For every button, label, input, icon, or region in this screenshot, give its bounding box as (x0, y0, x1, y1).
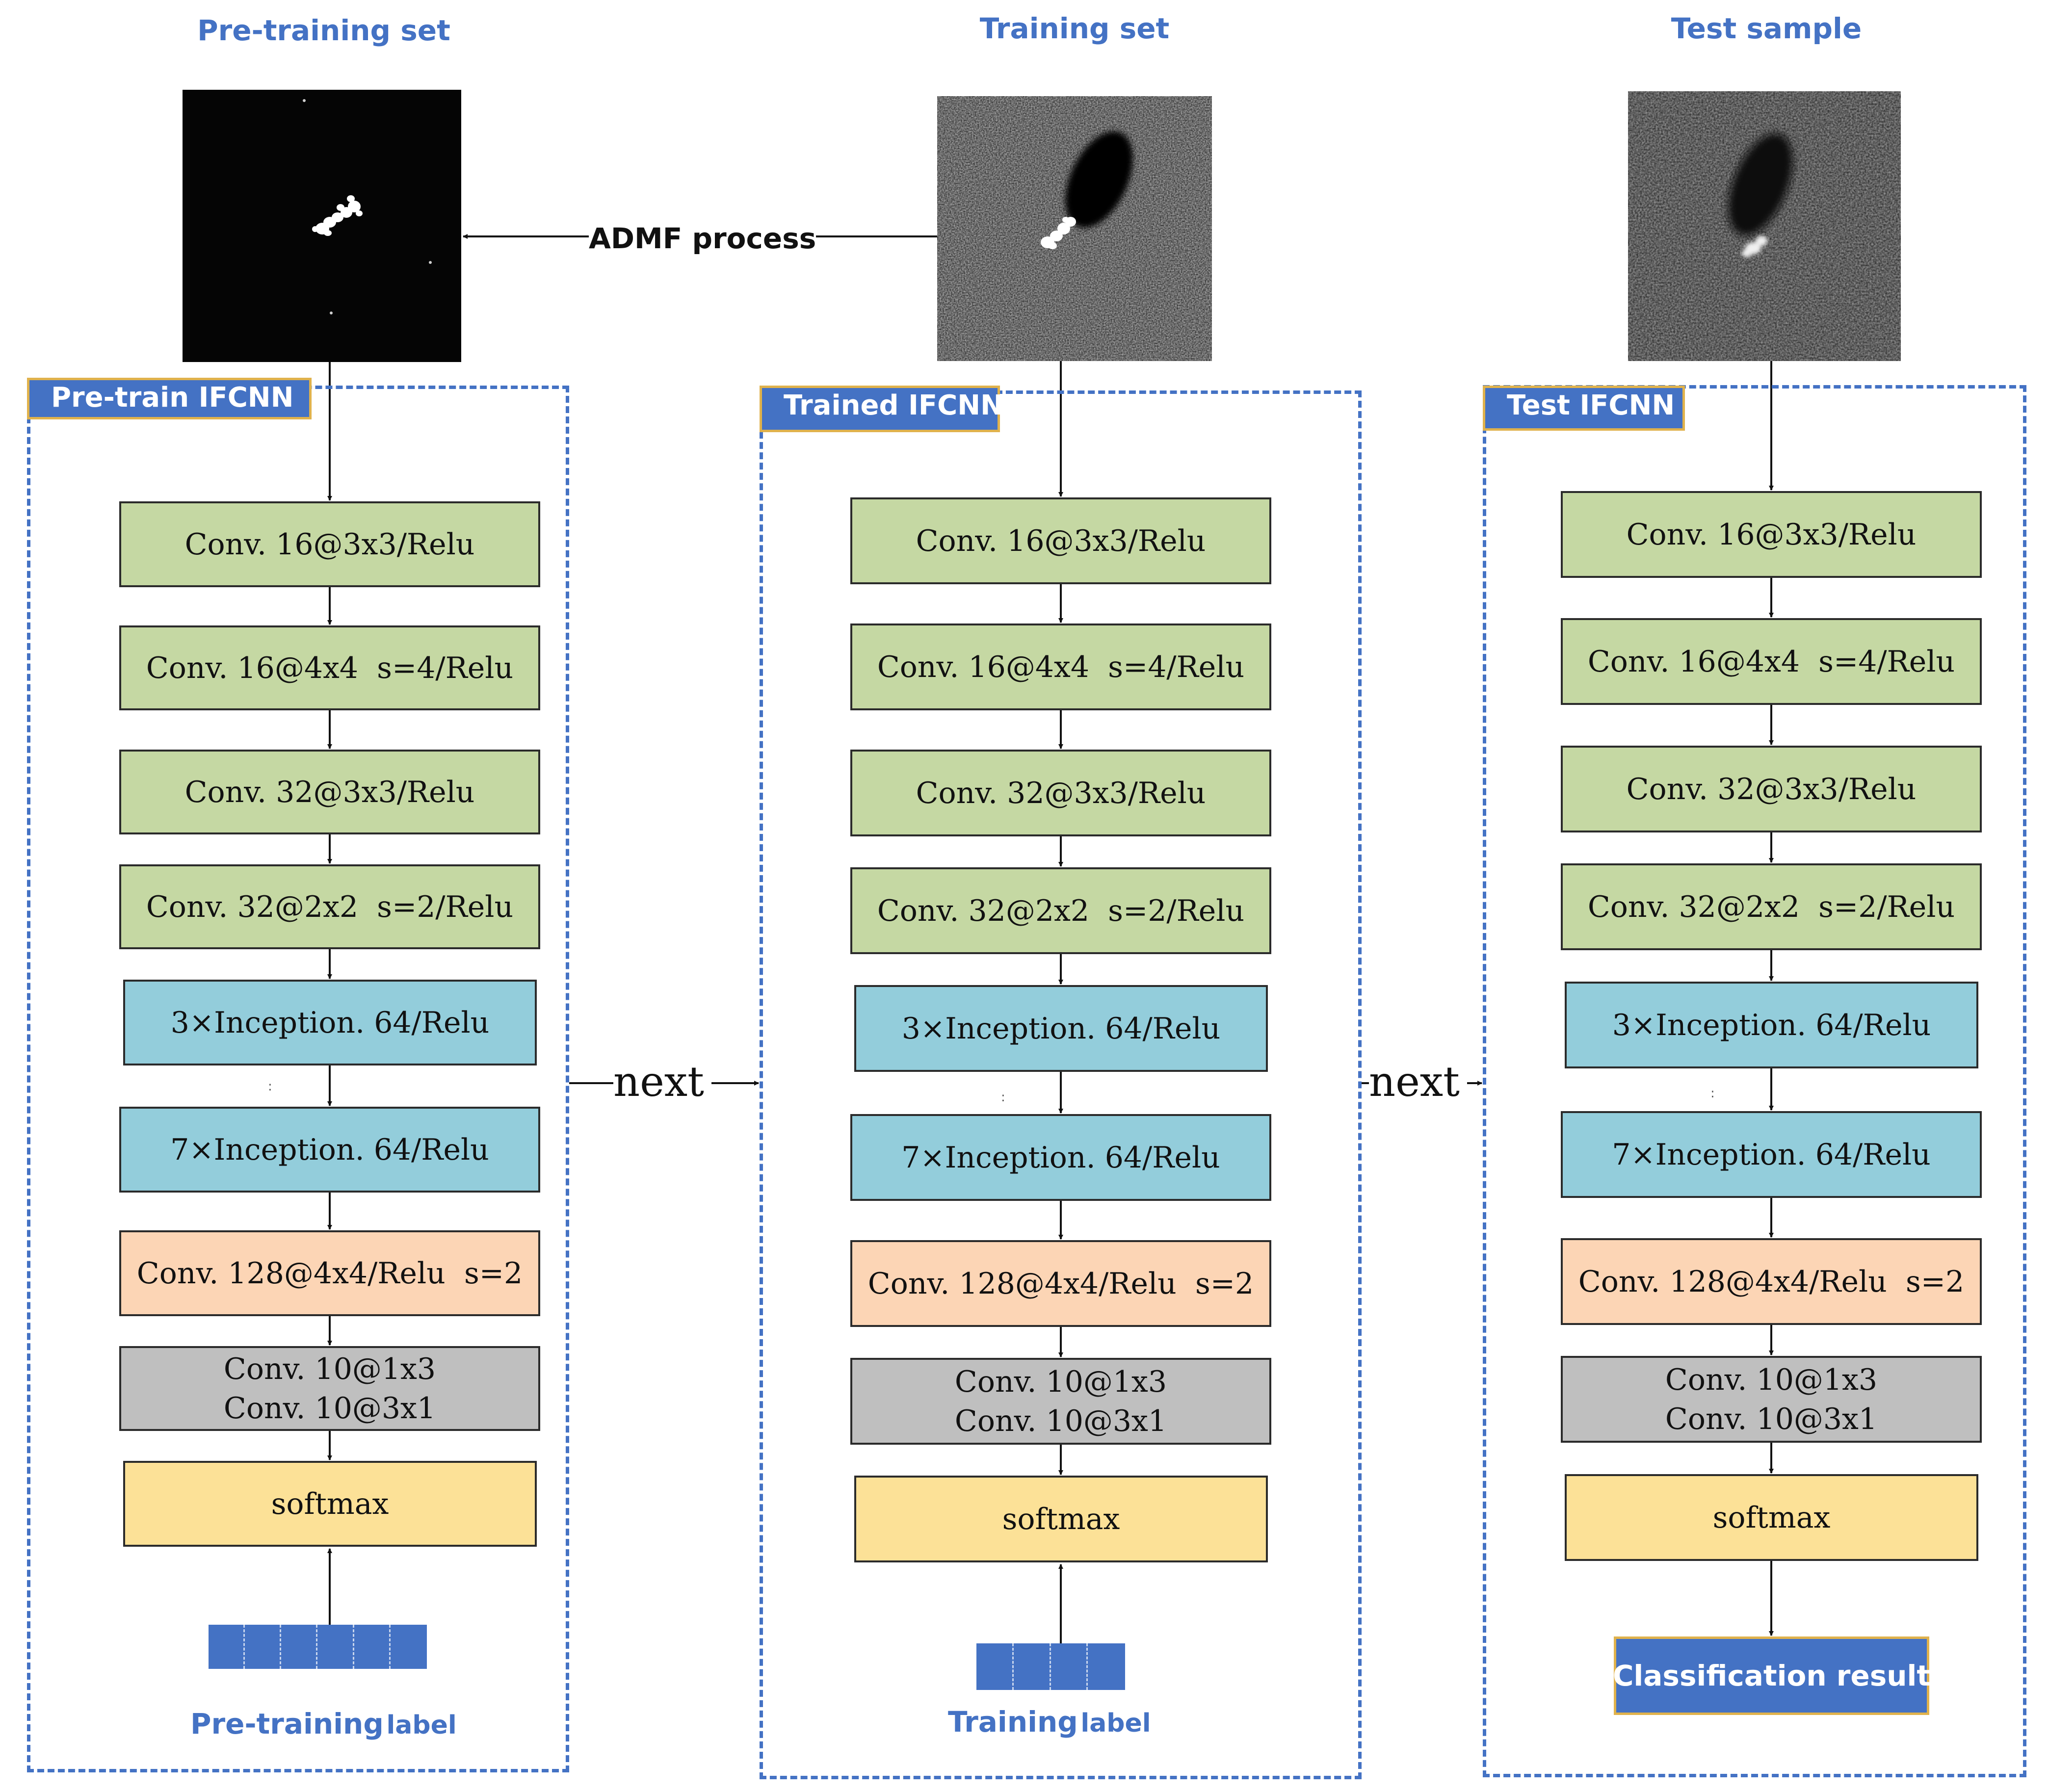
test-conv10b-label: Conv. 10@3x1 (1665, 1402, 1878, 1436)
pretrain-conv1-block: Conv. 16@3x3/Relu (119, 501, 540, 587)
test-conv4-label: Conv. 32@2x2 s=2/Relu (1587, 889, 1955, 924)
pretrain-conv3-block: Conv. 32@3x3/Relu (119, 750, 540, 834)
heading-pre-training-set: Pre-training set (197, 14, 450, 47)
heading-test-sample: Test sample (1671, 12, 1862, 45)
trained-inception3-block: 3×Inception. 64/Relu (854, 985, 1268, 1072)
next-label-2: next (1369, 1058, 1460, 1106)
pretrain-conv10-block: Conv. 10@1x3 Conv. 10@3x1 (119, 1346, 540, 1431)
trained-conv10a-label: Conv. 10@1x3 (954, 1364, 1167, 1399)
test-conv128-block: Conv. 128@4x4/Relu s=2 (1561, 1238, 1982, 1325)
trained-conv2-block: Conv. 16@4x4 s=4/Relu (850, 623, 1271, 710)
test-conv128-label: Conv. 128@4x4/Relu s=2 (1578, 1264, 1965, 1299)
trained-conv4-label: Conv. 32@2x2 s=2/Relu (877, 893, 1245, 928)
pre-training-label-caption: Pre-training label (190, 1707, 457, 1740)
test-conv3-label: Conv. 32@3x3/Relu (1626, 772, 1917, 806)
pre-training-caption-main: Pre-training (190, 1707, 384, 1740)
trained-conv128-block: Conv. 128@4x4/Relu s=2 (850, 1240, 1271, 1327)
heading-training-set: Training set (979, 12, 1170, 45)
label-cell (245, 1625, 282, 1669)
pretrain-inception7-label: 7×Inception. 64/Relu (170, 1132, 489, 1167)
test-conv10a-label: Conv. 10@1x3 (1665, 1362, 1878, 1397)
pre-training-label-strip (209, 1625, 427, 1669)
trained-conv3-block: Conv. 32@3x3/Relu (850, 750, 1271, 836)
label-cell (1088, 1643, 1125, 1690)
training-label-strip (976, 1643, 1125, 1690)
label-cell (1051, 1643, 1088, 1690)
pretrain-softmax-label: softmax (271, 1486, 389, 1521)
test-conv2-block: Conv. 16@4x4 s=4/Relu (1561, 618, 1982, 705)
pre-training-caption-suffix: label (386, 1711, 457, 1740)
pretrain-softmax-block: softmax (123, 1461, 537, 1547)
pretrain-conv2-block: Conv. 16@4x4 s=4/Relu (119, 625, 540, 710)
label-cell (976, 1643, 1014, 1690)
test-inception7-label: 7×Inception. 64/Relu (1612, 1137, 1931, 1172)
test-ellipsis-mark: : (1710, 1086, 1715, 1101)
training-caption-suffix: label (1080, 1709, 1151, 1738)
pretrain-conv4-label: Conv. 32@2x2 s=2/Relu (146, 889, 514, 924)
pre-training-sar-image (183, 90, 461, 362)
trained-network-frame (760, 390, 1362, 1779)
next-label-1: next (613, 1058, 704, 1106)
pretrain-conv3-label: Conv. 32@3x3/Relu (184, 775, 475, 809)
test-sar-image (1628, 91, 1901, 361)
training-caption-main: Training (948, 1705, 1078, 1739)
pretrain-conv10b-label: Conv. 10@3x1 (223, 1391, 436, 1426)
trained-inception3-label: 3×Inception. 64/Relu (901, 1011, 1221, 1046)
pretrain-conv4-block: Conv. 32@2x2 s=2/Relu (119, 864, 540, 949)
pre-train-ifcnn-tag: Pre-train IFCNN (27, 378, 312, 419)
pretrain-conv10a-label: Conv. 10@1x3 (223, 1351, 436, 1386)
trained-conv3-label: Conv. 32@3x3/Relu (916, 776, 1206, 810)
test-conv4-block: Conv. 32@2x2 s=2/Relu (1561, 863, 1982, 950)
trained-conv128-label: Conv. 128@4x4/Relu s=2 (867, 1266, 1254, 1301)
trained-conv1-label: Conv. 16@3x3/Relu (916, 523, 1206, 558)
training-label-caption: Training label (948, 1705, 1151, 1739)
test-network-frame (1483, 385, 2026, 1777)
trained-softmax-label: softmax (1002, 1502, 1120, 1536)
label-cell (1014, 1643, 1051, 1690)
label-cell (391, 1625, 427, 1669)
trained-conv10-block: Conv. 10@1x3 Conv. 10@3x1 (850, 1358, 1271, 1445)
training-sar-image (937, 96, 1212, 361)
trained-conv1-block: Conv. 16@3x3/Relu (850, 497, 1271, 584)
pre-train-network-frame (27, 386, 569, 1772)
test-inception3-block: 3×Inception. 64/Relu (1565, 982, 1978, 1068)
trained-inception7-block: 7×Inception. 64/Relu (850, 1114, 1271, 1201)
test-conv1-label: Conv. 16@3x3/Relu (1626, 517, 1917, 552)
trained-conv4-block: Conv. 32@2x2 s=2/Relu (850, 867, 1271, 954)
test-conv3-block: Conv. 32@3x3/Relu (1561, 746, 1982, 832)
label-cell (354, 1625, 391, 1669)
pretrain-inception7-block: 7×Inception. 64/Relu (119, 1107, 540, 1193)
test-conv1-block: Conv. 16@3x3/Relu (1561, 491, 1982, 578)
test-softmax-label: softmax (1712, 1500, 1831, 1535)
pretrain-ellipsis-mark: : (268, 1079, 272, 1094)
test-conv2-label: Conv. 16@4x4 s=4/Relu (1587, 644, 1955, 679)
test-ifcnn-tag: Test IFCNN (1483, 386, 1685, 431)
pretrain-inception3-label: 3×Inception. 64/Relu (170, 1005, 490, 1040)
arrow-group (327, 234, 1774, 1643)
trained-softmax-block: softmax (854, 1476, 1268, 1562)
pretrain-conv2-label: Conv. 16@4x4 s=4/Relu (146, 650, 514, 685)
trained-inception7-label: 7×Inception. 64/Relu (901, 1140, 1220, 1175)
label-cell (317, 1625, 354, 1669)
pretrain-conv128-block: Conv. 128@4x4/Relu s=2 (119, 1230, 540, 1316)
test-inception7-block: 7×Inception. 64/Relu (1561, 1111, 1982, 1198)
trained-ifcnn-tag: Trained IFCNN (760, 386, 1003, 432)
trained-conv2-label: Conv. 16@4x4 s=4/Relu (877, 649, 1245, 684)
admf-process-label: ADMF process (589, 221, 816, 256)
test-conv10-block: Conv. 10@1x3 Conv. 10@3x1 (1561, 1356, 1982, 1443)
trained-ellipsis-mark: : (1001, 1090, 1005, 1105)
pretrain-conv1-label: Conv. 16@3x3/Relu (184, 527, 475, 562)
test-softmax-block: softmax (1565, 1474, 1978, 1561)
test-inception3-label: 3×Inception. 64/Relu (1612, 1008, 1931, 1042)
label-cell (281, 1625, 318, 1669)
trained-conv10b-label: Conv. 10@3x1 (954, 1403, 1167, 1438)
pretrain-inception3-block: 3×Inception. 64/Relu (123, 980, 537, 1065)
label-cell (209, 1625, 245, 1669)
classification-result-box: Classification result (1613, 1636, 1930, 1715)
pretrain-conv128-label: Conv. 128@4x4/Relu s=2 (136, 1256, 523, 1291)
